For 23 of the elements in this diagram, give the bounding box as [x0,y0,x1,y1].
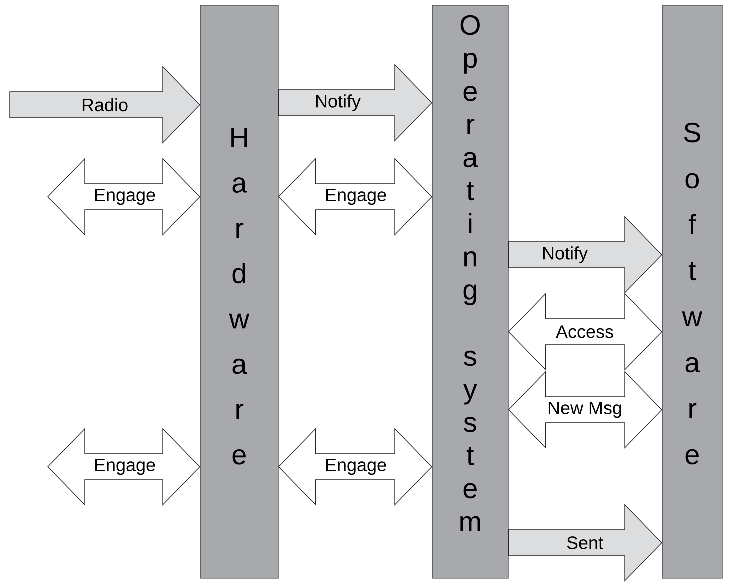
layer-bar: Hardware [200,5,279,579]
block-arrow [278,64,432,142]
edge-label: Sent [567,536,604,550]
edge-label: Engage [326,458,386,476]
block-arrow [508,293,662,371]
edge-label: Notify [543,246,588,264]
block-arrow [278,158,432,236]
block-arrow [508,504,662,582]
edge-label: Engage [95,188,156,206]
edge-label: Radio [82,98,128,112]
edge-label: Access [556,326,614,338]
block-arrow [10,66,200,144]
edge-label: Engage [326,188,386,206]
edge-label: Engage [95,458,156,476]
block-arrow [508,216,662,294]
layer-bar: Software [662,5,723,579]
block-arrow [48,158,200,236]
block-arrow [278,428,432,506]
edge-label: Notify [316,94,361,112]
block-arrow [48,428,200,506]
layer-bar: Operating system [432,5,509,579]
block-arrow [508,371,662,449]
edge-label: New Msg [548,402,622,418]
